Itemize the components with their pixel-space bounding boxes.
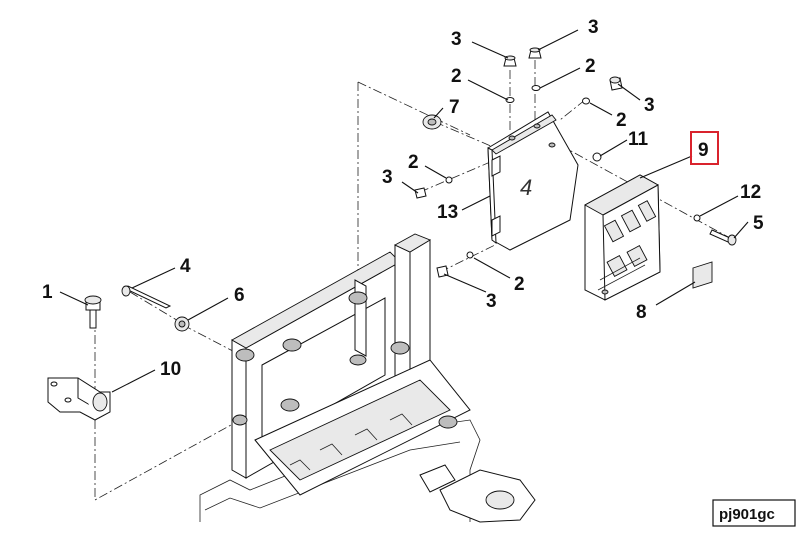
callout-10: 10 <box>160 359 181 380</box>
nut-icon <box>414 187 427 199</box>
callout-2: 2 <box>408 152 419 173</box>
washer-icon <box>693 214 701 222</box>
callout-1: 1 <box>42 282 53 303</box>
reference-code-box: pj901gc <box>712 499 796 527</box>
leader-lines <box>59 29 749 393</box>
callout-3: 3 <box>451 29 462 50</box>
part-spacer-6 <box>174 316 190 332</box>
nut-icon <box>528 47 542 59</box>
washer-icon <box>531 85 541 91</box>
fasteners <box>414 47 737 278</box>
washer-icon <box>582 97 590 105</box>
frame-grommets <box>232 291 458 429</box>
callout-3: 3 <box>588 17 599 38</box>
callout-3: 3 <box>486 291 497 312</box>
washer-icon <box>466 251 474 259</box>
callout-11: 11 <box>628 129 649 150</box>
callout-2: 2 <box>514 274 525 295</box>
callout-12: 12 <box>740 182 761 203</box>
part-stud-4 <box>121 285 172 309</box>
nut-icon <box>609 76 623 91</box>
part-bracket <box>47 377 111 421</box>
callout-13: 13 <box>437 202 458 223</box>
callout-3: 3 <box>382 167 393 188</box>
callout-7: 7 <box>449 97 460 118</box>
part-bolt-1 <box>84 295 102 329</box>
callout-2: 2 <box>451 66 462 87</box>
callout-2: 2 <box>616 110 627 131</box>
reference-code-text: pj901gc <box>719 506 775 523</box>
part-control-module-9 <box>584 174 661 301</box>
plate-mark-text: 4 <box>520 175 532 200</box>
callout-3: 3 <box>644 95 655 116</box>
nut-icon <box>503 55 517 67</box>
callout-8: 8 <box>636 302 647 323</box>
washer-icon <box>592 152 602 162</box>
part-label-8 <box>692 261 713 289</box>
callout-5: 5 <box>753 213 764 234</box>
assembly-axis-lines <box>94 60 731 501</box>
mounting-frame <box>199 233 536 523</box>
screw-icon <box>709 229 737 246</box>
washer-icon <box>505 97 515 103</box>
callout-2: 2 <box>585 56 596 77</box>
callout-labels: 1 4 6 10 3 2 3 2 3 2 7 11 9 12 5 8 2 3 1… <box>42 17 764 380</box>
callout-9: 9 <box>698 140 709 161</box>
grommet-icon <box>422 114 442 130</box>
part-plate-13: 4 <box>487 111 579 251</box>
highlight-box <box>690 131 719 165</box>
washer-icon <box>445 176 453 184</box>
callout-4: 4 <box>180 256 191 277</box>
callout-6: 6 <box>234 285 245 306</box>
